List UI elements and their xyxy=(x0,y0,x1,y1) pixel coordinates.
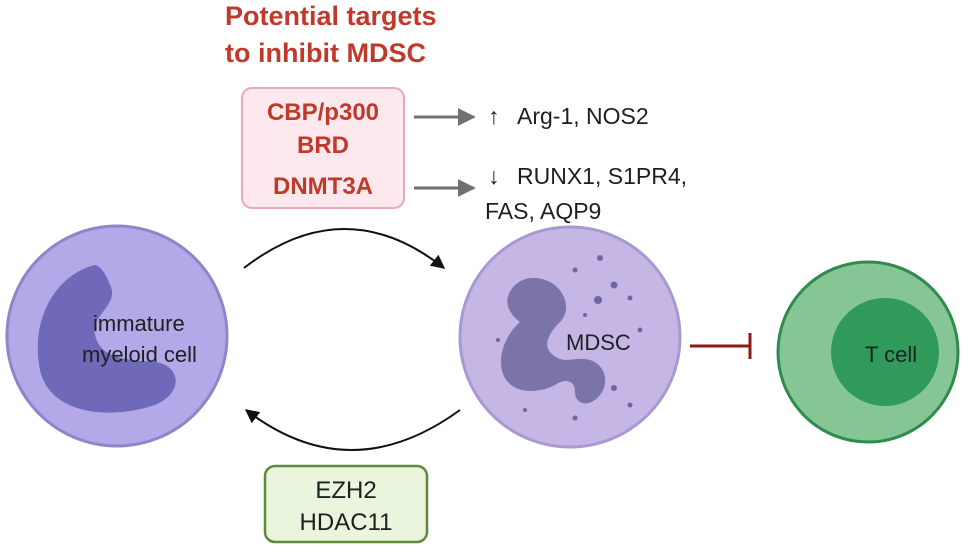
reversion-factors-box xyxy=(263,464,429,544)
immature-cell-nucleus xyxy=(37,265,176,413)
immature-cell-label-line-2: myeloid cell xyxy=(82,342,197,367)
t-cell-label: T cell xyxy=(865,342,917,367)
mdsc-nucleus xyxy=(500,277,606,404)
up-arrow-glyph: ↑ xyxy=(488,103,500,129)
immature-myeloid-cell: immature myeloid cell xyxy=(5,224,229,448)
factor-ezh2: EZH2 xyxy=(315,477,376,504)
target-brd: BRD xyxy=(297,132,349,159)
immature-cell-label-line-1: immature xyxy=(93,311,185,336)
target-dnmt3a: DNMT3A xyxy=(273,173,373,200)
down-arrow-glyph: ↓ xyxy=(488,163,500,189)
upregulated-genes: Arg-1, NOS2 xyxy=(517,103,649,129)
title-line-1: Potential targets xyxy=(225,1,437,31)
mdsc-granules xyxy=(496,255,643,421)
target-cbp-p300: CBP/p300 xyxy=(267,99,379,126)
mdsc-cell: MDSC xyxy=(458,225,682,449)
targets-box xyxy=(241,87,405,209)
downregulated-genes-line-1: RUNX1, S1PR4, xyxy=(517,163,687,189)
title-line-2: to inhibit MDSC xyxy=(225,38,426,68)
mdsc-label: MDSC xyxy=(566,330,631,355)
t-cell: T cell xyxy=(776,260,960,444)
factor-hdac11: HDAC11 xyxy=(300,509,393,536)
differentiation-arrow xyxy=(243,228,446,269)
reversion-arrow xyxy=(244,409,461,451)
downregulated-genes-line-2: FAS, AQP9 xyxy=(485,198,601,224)
mdsc-cell-body xyxy=(458,225,682,449)
t-cell-nucleus xyxy=(831,298,939,406)
